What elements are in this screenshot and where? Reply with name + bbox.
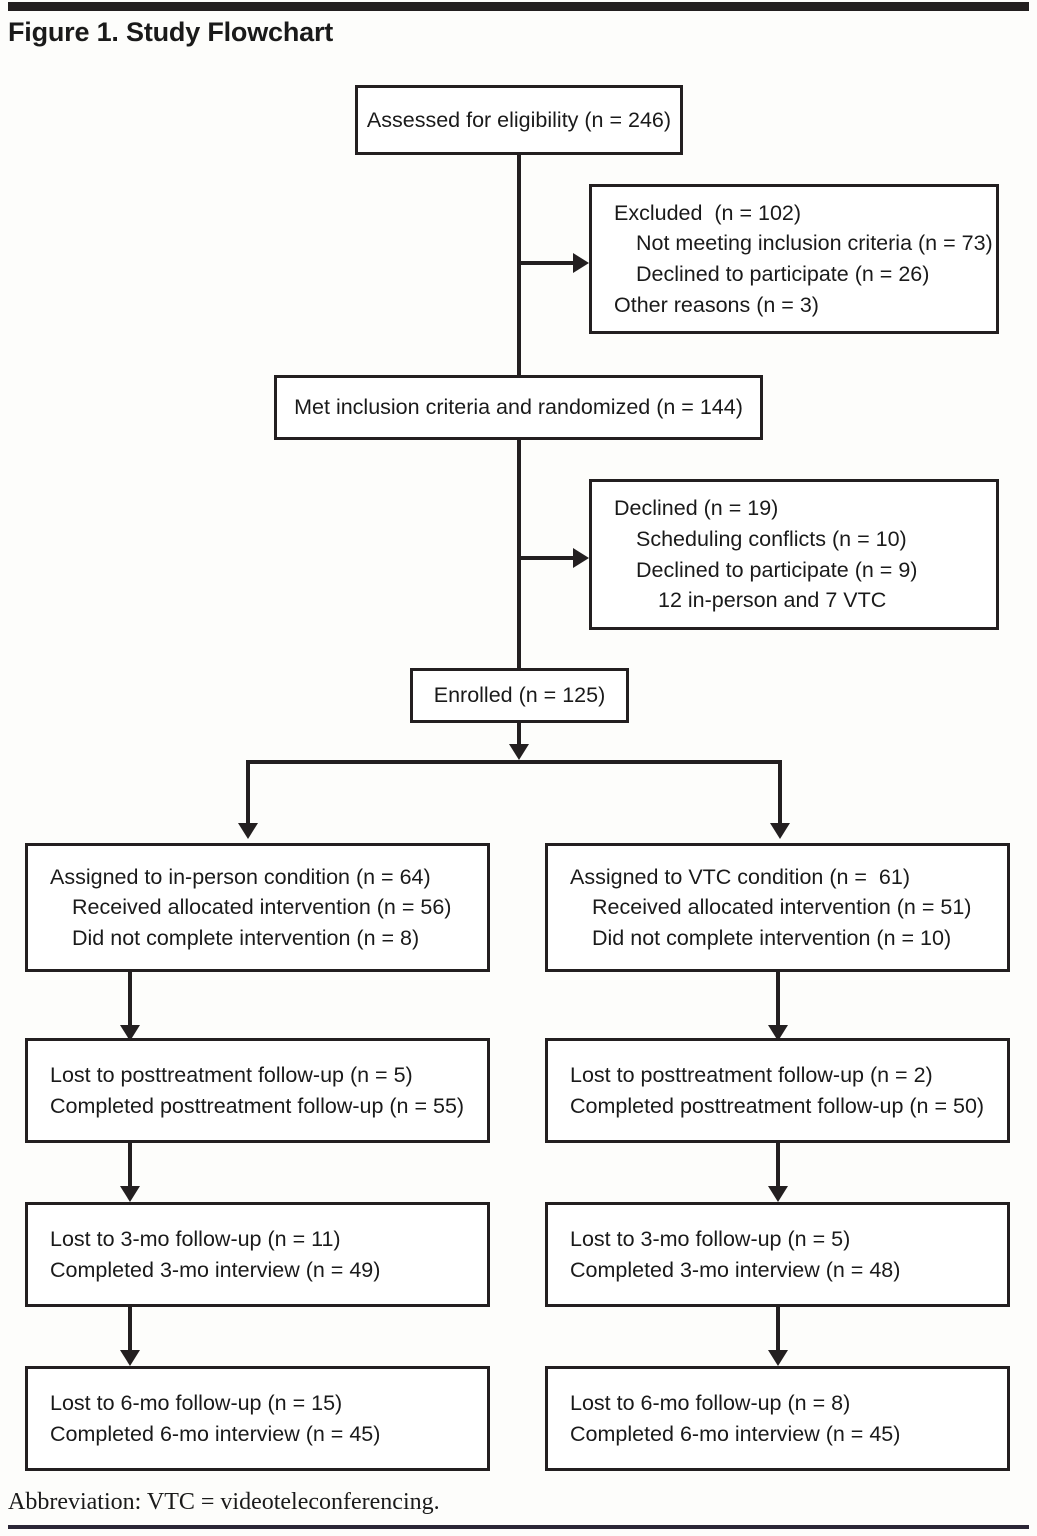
arrow-inperson-post-icon bbox=[120, 1025, 140, 1041]
node-declined: Declined (n = 19) Scheduling conflicts (… bbox=[589, 479, 999, 630]
node-line: Enrolled (n = 125) bbox=[433, 683, 606, 708]
node-line: Completed 3-mo interview (n = 49) bbox=[50, 1257, 381, 1282]
node-line: Completed 6-mo interview (n = 45) bbox=[570, 1421, 901, 1446]
node-line: Declined (n = 19) bbox=[614, 496, 779, 521]
node-line: Completed posttreatment follow-up (n = 5… bbox=[50, 1093, 465, 1118]
connector-split-bar bbox=[246, 760, 782, 764]
node-line: Lost to posttreatment follow-up (n = 2) bbox=[570, 1062, 933, 1087]
node-assessed-for-eligibility: Assessed for eligibility (n = 246) bbox=[355, 85, 683, 155]
figure-footnote: Abbreviation: VTC = videoteleconferencin… bbox=[8, 1489, 440, 1515]
connector-assessed-to-randomized bbox=[517, 155, 521, 375]
node-line: Not meeting inclusion criteria (n = 73) bbox=[636, 231, 993, 256]
node-vtc-6mo: Lost to 6-mo follow-up (n = 8) Completed… bbox=[545, 1366, 1010, 1471]
top-rule bbox=[8, 2, 1029, 11]
connector-vtc-assigned-to-post bbox=[776, 972, 780, 1028]
arrow-inperson-3mo-icon bbox=[120, 1186, 140, 1202]
bottom-rule bbox=[8, 1525, 1029, 1529]
arrow-vtc-3mo-icon bbox=[768, 1186, 788, 1202]
connector-inperson-assigned-to-post bbox=[128, 972, 132, 1028]
figure-title: Figure 1. Study Flowchart bbox=[8, 17, 334, 47]
node-line: Lost to 6-mo follow-up (n = 15) bbox=[50, 1390, 343, 1415]
arrow-to-declined-icon bbox=[573, 548, 589, 568]
node-line: Assigned to in-person condition (n = 64) bbox=[50, 864, 431, 889]
node-line: Lost to 3-mo follow-up (n = 11) bbox=[50, 1226, 341, 1251]
node-assigned-in-person: Assigned to in-person condition (n = 64)… bbox=[25, 843, 490, 972]
arrow-to-excluded-icon bbox=[573, 253, 589, 273]
connector-vtc-post-to-3mo bbox=[776, 1143, 780, 1188]
node-line: Completed posttreatment follow-up (n = 5… bbox=[570, 1093, 985, 1118]
connector-split-right bbox=[778, 760, 782, 826]
node-enrolled: Enrolled (n = 125) bbox=[410, 668, 629, 723]
node-line: Scheduling conflicts (n = 10) bbox=[636, 526, 907, 551]
node-inperson-6mo: Lost to 6-mo follow-up (n = 15) Complete… bbox=[25, 1366, 490, 1471]
node-line: Completed 3-mo interview (n = 48) bbox=[570, 1257, 901, 1282]
arrow-inperson-6mo-icon bbox=[120, 1350, 140, 1366]
node-line: Lost to 6-mo follow-up (n = 8) bbox=[570, 1390, 851, 1415]
connector-inperson-post-to-3mo bbox=[128, 1143, 132, 1188]
connector-split-left bbox=[246, 760, 250, 826]
arrow-vtc-6mo-icon bbox=[768, 1350, 788, 1366]
arrow-to-inperson-icon bbox=[238, 823, 258, 839]
node-line: Excluded (n = 102) bbox=[614, 200, 802, 225]
arrow-vtc-post-icon bbox=[768, 1025, 788, 1041]
node-line: Assigned to VTC condition (n = 61) bbox=[570, 864, 911, 889]
node-line: Other reasons (n = 3) bbox=[614, 292, 819, 317]
connector-branch-to-declined bbox=[517, 556, 575, 560]
connector-inperson-3mo-to-6mo bbox=[128, 1307, 132, 1353]
node-inperson-3mo: Lost to 3-mo follow-up (n = 11) Complete… bbox=[25, 1202, 490, 1307]
node-line: Assessed for eligibility (n = 246) bbox=[366, 107, 672, 132]
node-assigned-vtc: Assigned to VTC condition (n = 61) Recei… bbox=[545, 843, 1010, 972]
arrow-to-vtc-icon bbox=[770, 823, 790, 839]
node-line: Declined to participate (n = 26) bbox=[636, 262, 930, 286]
node-line: Met inclusion criteria and randomized (n… bbox=[294, 395, 743, 420]
node-line: Completed 6-mo interview (n = 45) bbox=[50, 1421, 381, 1446]
node-line: 12 in-person and 7 VTC bbox=[658, 588, 887, 613]
connector-randomized-to-enrolled bbox=[517, 440, 521, 668]
node-vtc-posttreatment: Lost to posttreatment follow-up (n = 2) … bbox=[545, 1038, 1010, 1143]
node-line: Did not complete intervention (n = 10) bbox=[592, 925, 952, 950]
node-met-inclusion-randomized: Met inclusion criteria and randomized (n… bbox=[274, 375, 763, 440]
connector-enrolled-down bbox=[517, 723, 521, 747]
connector-vtc-3mo-to-6mo bbox=[776, 1307, 780, 1353]
node-inperson-posttreatment: Lost to posttreatment follow-up (n = 5) … bbox=[25, 1038, 490, 1143]
node-line: Received allocated intervention (n = 51) bbox=[592, 895, 972, 920]
connector-branch-to-excluded bbox=[517, 261, 575, 265]
node-line: Lost to posttreatment follow-up (n = 5) bbox=[50, 1062, 413, 1087]
node-line: Lost to 3-mo follow-up (n = 5) bbox=[570, 1226, 851, 1251]
node-excluded: Excluded (n = 102) Not meeting inclusion… bbox=[589, 184, 999, 334]
arrow-enrolled-split-icon bbox=[509, 744, 529, 760]
node-vtc-3mo: Lost to 3-mo follow-up (n = 5) Completed… bbox=[545, 1202, 1010, 1307]
node-line: Received allocated intervention (n = 56) bbox=[72, 895, 452, 920]
node-line: Did not complete intervention (n = 8) bbox=[72, 925, 420, 950]
node-line: Declined to participate (n = 9) bbox=[636, 557, 918, 582]
